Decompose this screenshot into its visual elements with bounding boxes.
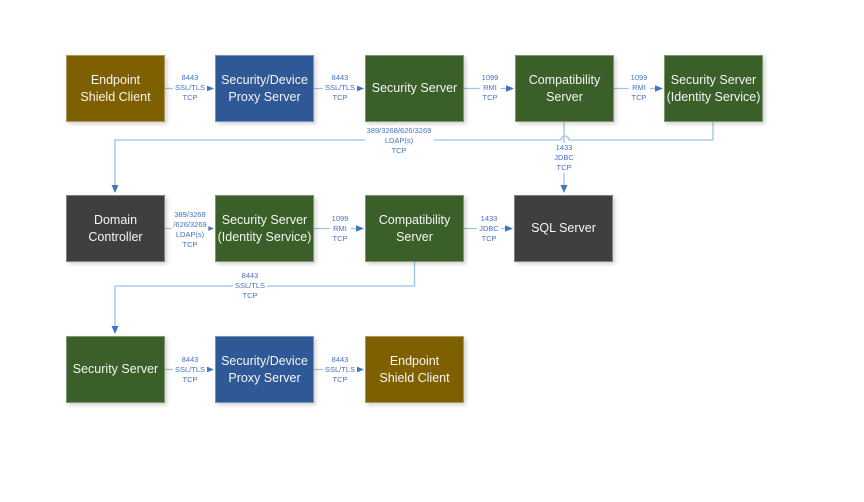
line-hop-arc <box>560 135 570 141</box>
arrowhead <box>356 225 364 232</box>
edge-label-domain-identity-mid: 389/3268 /626/3269 LDAP(s) TCP <box>171 209 209 250</box>
edge-label-proxy-security-top: 8443 SSL/TLS TCP <box>322 73 358 103</box>
node-security-server-bottom: Security Server <box>66 336 165 403</box>
edge-label-identity-domain-ldap: 389/3268/626/3269 LDAP(s) TCP <box>364 126 434 156</box>
node-compatibility-server-mid: Compatibility Server <box>365 195 464 262</box>
arrowhead <box>655 85 663 92</box>
node-proxy-server-bottom: Security/Device Proxy Server <box>215 336 314 403</box>
arrowhead <box>356 366 364 373</box>
edge-label-compat-security-bottom: 8443 SSL/TLS TCP <box>232 271 268 301</box>
edge-label-client-proxy-top: 8443 SSL/TLS TCP <box>172 73 208 103</box>
arrowhead <box>206 366 214 373</box>
node-sql-server: SQL Server <box>514 195 613 262</box>
arrowhead <box>506 85 514 92</box>
arrowhead <box>505 225 513 232</box>
edge-label-proxy-client-bottom: 8443 SSL/TLS TCP <box>322 354 358 385</box>
edge-label-identity-compat-mid: 1099 RMI TCP <box>329 213 351 244</box>
node-compatibility-server-top: Compatibility Server <box>515 55 614 122</box>
edge-label-compat-sql-mid: 1433 JDBC TCP <box>477 213 501 244</box>
arrowhead <box>356 85 364 92</box>
arrowhead <box>206 85 214 92</box>
node-security-server-identity-mid: Security Server (Identity Service) <box>215 195 314 262</box>
node-security-server-identity-top: Security Server (Identity Service) <box>664 55 763 122</box>
edge-label-compat-identity-top: 1099 RMI TCP <box>628 73 650 103</box>
node-endpoint-shield-client-bottom: Endpoint Shield Client <box>365 336 464 403</box>
node-proxy-server-top: Security/Device Proxy Server <box>215 55 314 122</box>
node-security-server-top: Security Server <box>365 55 464 122</box>
node-endpoint-shield-client-top: Endpoint Shield Client <box>66 55 165 122</box>
edge-label-security-compat-top: 1099 RMI TCP <box>479 73 501 103</box>
arrowhead <box>111 326 119 334</box>
arrowhead <box>560 185 568 193</box>
edge-label-security-proxy-bottom: 8443 SSL/TLS TCP <box>172 354 208 385</box>
arrowhead <box>111 185 119 193</box>
node-domain-controller: Domain Controller <box>66 195 165 262</box>
edge-label-compat-sql-jdbc: 1433 JDBC TCP <box>552 143 576 173</box>
